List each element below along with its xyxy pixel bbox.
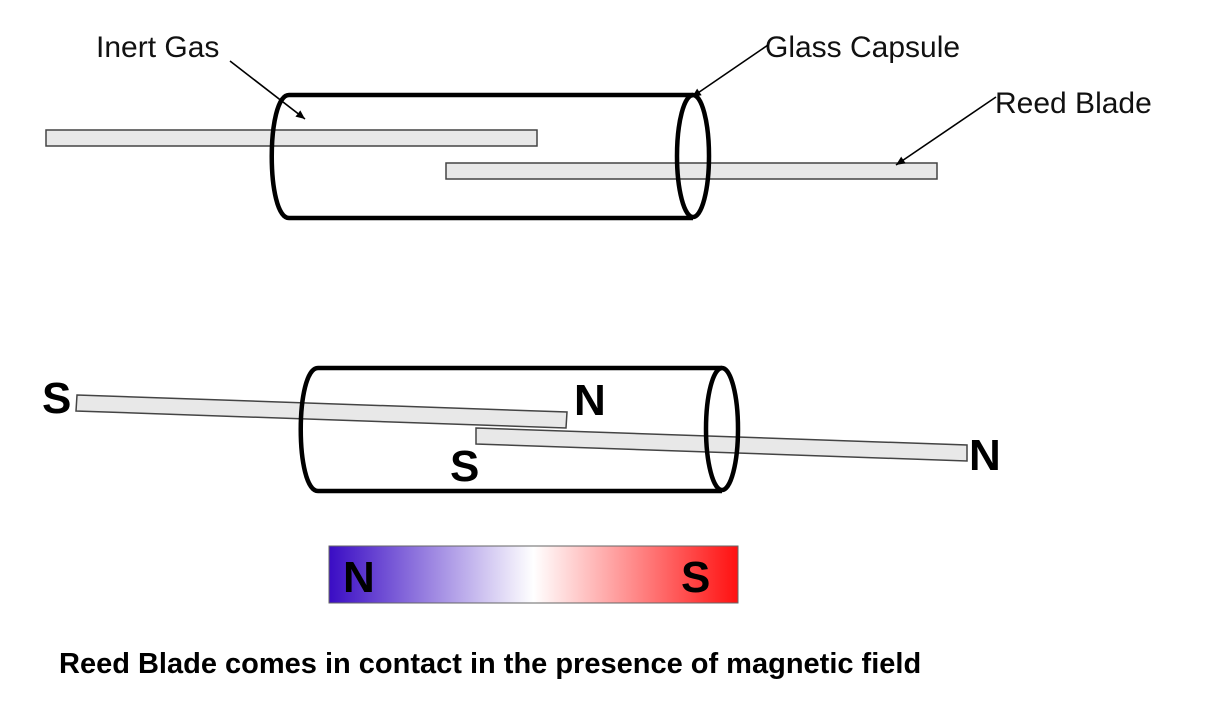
magnet-south-label: S — [681, 553, 710, 602]
glass-capsule-end — [674, 92, 712, 220]
glass-capsule-label: Glass Capsule — [765, 31, 960, 64]
inert-gas-label: Inert Gas — [96, 31, 219, 64]
reed-switch-open — [45, 92, 938, 221]
glass-capsule-leader — [691, 44, 769, 98]
reed-blade-left — [45, 129, 538, 147]
reed-blade-right — [445, 162, 938, 180]
glass-capsule-2-end — [703, 365, 741, 493]
reed-blade-left-deflected — [75, 394, 568, 429]
reed-blade-right-deflected — [475, 427, 968, 462]
reed-blade-leader — [895, 96, 997, 166]
magnet: N S — [328, 545, 739, 604]
pole-n-right-outer: N — [969, 431, 1001, 480]
inert-gas-leader — [229, 60, 306, 120]
reed-switch-closed — [75, 365, 968, 494]
caption: Reed Blade comes in contact in the prese… — [59, 648, 921, 680]
magnet-bar — [328, 545, 739, 604]
magnet-north-label: N — [343, 553, 375, 602]
reed-blade-label: Reed Blade — [995, 87, 1152, 120]
glass-capsule-2 — [298, 365, 722, 494]
pole-n-left-inner: N — [574, 376, 606, 425]
pole-s-left-outer: S — [42, 374, 71, 423]
pole-s-right-inner: S — [450, 442, 479, 491]
glass-capsule — [269, 92, 693, 221]
